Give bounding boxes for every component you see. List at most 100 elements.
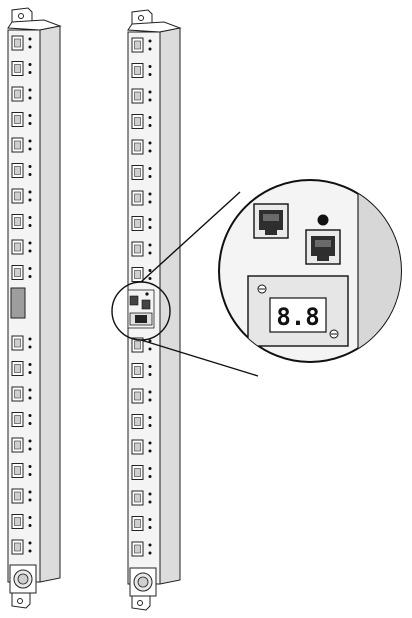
indicator-led-icon bbox=[317, 214, 329, 226]
outlet-icon bbox=[11, 361, 32, 376]
screw-icon bbox=[18, 13, 24, 19]
outlet-icon bbox=[11, 265, 32, 280]
outlet-icon bbox=[131, 541, 152, 557]
outlet-indicator-dot bbox=[148, 492, 152, 496]
outlet-icon bbox=[11, 488, 32, 504]
outlet-indicator-dot bbox=[28, 122, 32, 125]
outlet-indicator-dot bbox=[28, 267, 32, 270]
outlet-indicator-dot bbox=[28, 37, 32, 41]
outlet-indicator-dot bbox=[28, 549, 32, 553]
outlet-indicator-dot bbox=[28, 173, 32, 176]
outlet-icon bbox=[11, 335, 32, 351]
outlet-icon bbox=[131, 190, 152, 206]
outlet-icon bbox=[131, 63, 152, 78]
outlet-indicator-dot bbox=[148, 251, 152, 255]
outlet-icon bbox=[131, 414, 152, 429]
outlet-indicator-dot bbox=[148, 475, 152, 478]
outlet-icon bbox=[131, 139, 152, 155]
outlet-indicator-dot bbox=[148, 124, 152, 127]
outlet-indicator-dot bbox=[28, 216, 32, 219]
outlet-indicator-dot bbox=[148, 347, 152, 351]
outlet-indicator-dot bbox=[148, 149, 152, 153]
outlet-icon bbox=[131, 165, 152, 180]
outlet-indicator-dot bbox=[148, 500, 152, 504]
screw-icon bbox=[137, 600, 143, 606]
outlet-icon bbox=[131, 363, 152, 378]
outlet-icon bbox=[131, 337, 152, 353]
outlet-indicator-dot bbox=[148, 398, 152, 402]
outlet-indicator-dot bbox=[148, 243, 152, 247]
outlet-indicator-dot bbox=[148, 441, 152, 445]
outlet-icon bbox=[131, 465, 152, 480]
outlet-indicator-dot bbox=[28, 165, 32, 168]
outlet-indicator-dot bbox=[148, 551, 152, 555]
outlet-indicator-dot bbox=[28, 114, 32, 117]
display-readout: 8.8 bbox=[276, 303, 319, 331]
outlet-indicator-dot bbox=[148, 218, 152, 221]
pdu-left-side-face bbox=[39, 25, 61, 583]
callout-leader-lower bbox=[140, 339, 259, 377]
outlet-indicator-dot bbox=[28, 524, 32, 527]
screw-icon bbox=[17, 598, 23, 604]
outlet-indicator-dot bbox=[148, 269, 152, 272]
blank-label-plate bbox=[10, 287, 26, 319]
outlet-indicator-dot bbox=[148, 390, 152, 394]
outlet-indicator-dot bbox=[148, 47, 152, 51]
outlet-indicator-dot bbox=[148, 277, 152, 280]
outlet-column-left bbox=[11, 35, 32, 555]
outlet-indicator-dot bbox=[148, 226, 152, 229]
outlet-indicator-dot bbox=[28, 275, 32, 278]
outlet-icon bbox=[11, 35, 32, 51]
outlet-indicator-dot bbox=[28, 249, 32, 253]
outlet-icon bbox=[11, 112, 32, 127]
outlet-icon bbox=[131, 88, 152, 104]
outlet-indicator-dot bbox=[148, 373, 152, 376]
outlet-icon bbox=[131, 37, 152, 53]
outlet-indicator-dot bbox=[148, 416, 152, 419]
outlet-column-right bbox=[131, 37, 152, 557]
outlet-indicator-dot bbox=[28, 45, 32, 49]
outlet-icon bbox=[11, 463, 32, 478]
outlet-indicator-dot bbox=[148, 339, 152, 343]
outlet-indicator-dot bbox=[28, 147, 32, 151]
outlet-icon bbox=[11, 412, 32, 427]
outlet-icon bbox=[11, 539, 32, 555]
outlet-icon bbox=[131, 114, 152, 129]
outlet-icon bbox=[11, 86, 32, 102]
callout-leader-upper bbox=[140, 191, 241, 283]
outlet-indicator-dot bbox=[28, 498, 32, 502]
pdu-right bbox=[127, 9, 182, 611]
outlet-indicator-dot bbox=[28, 63, 32, 66]
outlet-indicator-dot bbox=[28, 396, 32, 400]
outlet-indicator-dot bbox=[148, 467, 152, 470]
outlet-indicator-dot bbox=[28, 71, 32, 74]
outlet-icon bbox=[131, 388, 152, 404]
outlet-indicator-dot bbox=[28, 190, 32, 194]
outlet-indicator-dot bbox=[28, 345, 32, 349]
screw-icon bbox=[138, 15, 144, 21]
outlet-indicator-dot bbox=[28, 439, 32, 443]
outlet-indicator-dot bbox=[148, 192, 152, 196]
outlet-indicator-dot bbox=[28, 337, 32, 341]
outlet-icon bbox=[11, 214, 32, 229]
outlet-indicator-dot bbox=[28, 388, 32, 392]
outlet-indicator-dot bbox=[28, 465, 32, 468]
outlet-indicator-dot bbox=[28, 516, 32, 519]
outlet-icon bbox=[11, 163, 32, 178]
outlet-indicator-dot bbox=[148, 65, 152, 68]
outlet-indicator-dot bbox=[148, 116, 152, 119]
outlet-indicator-dot bbox=[28, 414, 32, 417]
outlet-indicator-dot bbox=[148, 200, 152, 204]
pdu-left bbox=[7, 7, 62, 609]
rj45-port-icon bbox=[253, 203, 289, 239]
outlet-icon bbox=[11, 61, 32, 76]
outlet-icon bbox=[131, 516, 152, 531]
outlet-indicator-dot bbox=[148, 98, 152, 102]
outlet-indicator-dot bbox=[148, 175, 152, 178]
rj45-port-icon bbox=[129, 295, 139, 306]
outlet-indicator-dot bbox=[28, 96, 32, 100]
outlet-icon bbox=[131, 439, 152, 455]
rj45-port-icon bbox=[141, 299, 151, 310]
outlet-indicator-dot bbox=[28, 447, 32, 451]
outlet-indicator-dot bbox=[148, 424, 152, 427]
